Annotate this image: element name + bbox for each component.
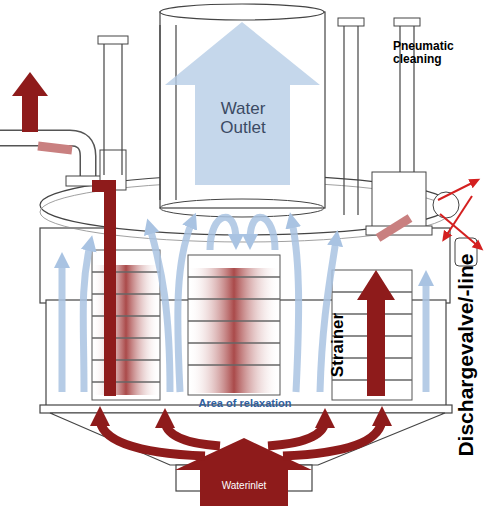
- rod: [343, 22, 344, 215]
- inlet-arrow: [175, 438, 312, 506]
- outlet-pipe-base: [160, 199, 324, 217]
- discharge-flow: [92, 186, 110, 396]
- rod: [121, 40, 122, 175]
- disc: [188, 298, 280, 299]
- cleaning-flow-arrow: [357, 270, 395, 396]
- disc: [92, 271, 160, 272]
- zone-label: Area of relaxation: [170, 397, 320, 409]
- outlet-arrow: [165, 22, 320, 185]
- disc: [188, 320, 280, 321]
- discharge-flow: [38, 146, 72, 150]
- discharge-pipe-inner: [0, 138, 88, 180]
- strainer-element: [188, 255, 280, 395]
- strainer-flow-shade: [92, 265, 160, 395]
- disc: [92, 293, 160, 294]
- inlet-branch: [268, 420, 325, 446]
- outlet-pipe-rim: [160, 4, 324, 20]
- flow-arrow: [83, 245, 90, 392]
- rod: [175, 25, 176, 200]
- flow-arrow: [178, 222, 192, 392]
- disc: [188, 364, 280, 365]
- flow-arrow: [250, 217, 275, 250]
- outlet-pipe: [160, 12, 325, 208]
- rod: [357, 22, 358, 215]
- strainer-flow-shade: [188, 268, 280, 393]
- strainer-discs: [92, 272, 412, 382]
- flow-label: Waterinlet: [200, 480, 288, 491]
- rod: [103, 40, 104, 175]
- inlet-branches: [100, 418, 382, 456]
- inlet-branch: [283, 418, 382, 456]
- flow-arrow: [59, 262, 66, 392]
- rod-cap: [394, 18, 420, 26]
- discharge-arrow: [12, 72, 48, 132]
- strainer-element: [92, 250, 160, 400]
- disc: [92, 381, 160, 382]
- disc: [92, 315, 160, 316]
- motion-arrow: [440, 214, 478, 246]
- valve-motion-arrows: [438, 182, 478, 246]
- discharge-pipe: [0, 138, 88, 180]
- inlet-branch: [165, 420, 220, 446]
- disc: [188, 276, 280, 277]
- disc: [188, 342, 280, 343]
- part-label: Dischargevalve/-line: [454, 253, 477, 456]
- flow-label: Water Outlet: [207, 100, 279, 137]
- discharge-flow: [378, 218, 410, 238]
- flow-arrow: [423, 280, 430, 392]
- pneumatic-rods: [104, 22, 414, 215]
- disc: [92, 359, 160, 360]
- strainer-group: [92, 250, 412, 400]
- flow-arrow: [150, 228, 170, 392]
- callout-label: Pneumatic cleaning: [393, 40, 465, 66]
- motion-arrow: [438, 182, 474, 200]
- rod: [159, 25, 160, 200]
- rod-cap: [338, 18, 364, 26]
- rod-cap: [98, 36, 128, 44]
- flow-arrow: [292, 222, 299, 392]
- motion-arrow: [446, 196, 472, 236]
- disc: [92, 337, 160, 338]
- part-label: Strainer: [329, 313, 348, 377]
- flow-arrow: [210, 217, 236, 250]
